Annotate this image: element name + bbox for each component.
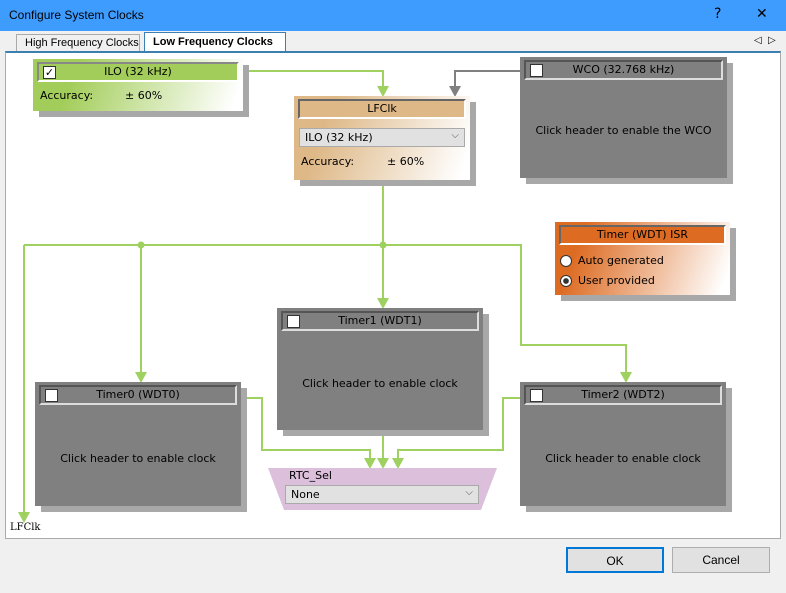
wco-title: WCO (32.768 kHz) — [572, 63, 675, 76]
lfclk-accuracy-value: ± 60% — [387, 155, 425, 168]
ilo-header[interactable]: ✓ ILO (32 kHz) — [37, 62, 239, 82]
wco-block: WCO (32.768 kHz) Click header to enable … — [520, 57, 727, 178]
timer0-header[interactable]: Timer0 (WDT0) — [39, 385, 237, 405]
lfclk-output-label: LFClk — [10, 522, 41, 533]
wco-message: Click header to enable the WCO — [535, 124, 712, 137]
window-title: Configure System Clocks — [9, 8, 144, 22]
timer1-block: Timer1 (WDT1) Click header to enable clo… — [277, 308, 483, 430]
arrow-icon — [377, 86, 389, 97]
radio-selected-icon[interactable] — [560, 275, 572, 287]
lfclk-block: LFClk ILO (32 kHz) ⌵ Accuracy: ± 60% — [294, 96, 470, 180]
tab-scroll-right-icon[interactable]: ▷ — [768, 35, 776, 46]
ilo-to-lfclk-line — [243, 70, 384, 90]
help-button[interactable]: ? — [714, 6, 722, 22]
timer0-block: Timer0 (WDT0) Click header to enable clo… — [35, 382, 241, 506]
timer0-title: Timer0 (WDT0) — [96, 388, 180, 401]
cancel-button[interactable]: Cancel — [672, 547, 770, 573]
timer2-title: Timer2 (WDT2) — [581, 388, 665, 401]
arrow-icon — [364, 458, 376, 469]
timer1-enable-checkbox[interactable] — [287, 315, 300, 328]
title-bar — [0, 0, 786, 31]
lfclk-header: LFClk — [298, 99, 466, 119]
radio-label: User provided — [578, 274, 655, 287]
lfclk-accuracy-label: Accuracy: — [301, 155, 355, 168]
timer2-to-rtc-line — [397, 397, 520, 462]
junction-dot — [137, 241, 145, 249]
radio-icon[interactable] — [560, 255, 572, 267]
rtc-sel-value: None — [291, 488, 320, 501]
lfclk-source-value: ILO (32 kHz) — [305, 131, 373, 144]
radio-user-provided[interactable]: User provided — [560, 274, 680, 290]
ilo-block: ✓ ILO (32 kHz) Accuracy: ± 60% — [33, 59, 243, 111]
arrow-icon — [392, 458, 404, 469]
tab-low-frequency-clocks[interactable]: Low Frequency Clocks — [144, 32, 286, 51]
timer-isr-block: Timer (WDT) ISR Auto generated User prov… — [555, 222, 730, 295]
wco-header[interactable]: WCO (32.768 kHz) — [524, 60, 723, 80]
rtc-sel-title: RTC_Sel — [289, 469, 332, 482]
timer-isr-header: Timer (WDT) ISR — [559, 225, 726, 245]
timer1-title: Timer1 (WDT1) — [338, 314, 422, 327]
arrow-icon — [18, 512, 30, 523]
timer1-header[interactable]: Timer1 (WDT1) — [281, 311, 479, 331]
close-button[interactable]: ✕ — [756, 6, 768, 22]
arrow-icon — [135, 372, 147, 383]
radio-auto-generated[interactable]: Auto generated — [560, 254, 680, 270]
ilo-accuracy-label: Accuracy: — [40, 89, 94, 102]
junction-dot — [379, 241, 387, 249]
radio-label: Auto generated — [578, 254, 664, 267]
timer2-message: Click header to enable clock — [545, 452, 701, 465]
ilo-title: ILO (32 kHz) — [104, 65, 172, 78]
arrow-icon — [449, 86, 461, 97]
timer0-enable-checkbox[interactable] — [45, 389, 58, 402]
ok-button[interactable]: OK — [566, 547, 664, 573]
arrow-icon — [377, 458, 389, 469]
wco-to-lfclk-line — [454, 70, 520, 90]
wco-enable-checkbox[interactable] — [530, 64, 543, 77]
lfclk-to-timer2-line — [24, 244, 627, 376]
lfclk-source-dropdown[interactable]: ILO (32 kHz) ⌵ — [299, 128, 465, 147]
chevron-down-icon: ⌵ — [451, 130, 459, 141]
ilo-enable-checkbox[interactable]: ✓ — [43, 66, 56, 79]
tab-high-frequency-clocks[interactable]: High Frequency Clocks — [16, 34, 140, 51]
rtc-sel-dropdown[interactable]: None ⌵ — [285, 485, 479, 504]
chevron-down-icon: ⌵ — [465, 487, 473, 498]
tab-scroll-left-icon[interactable]: ◁ — [754, 35, 762, 46]
timer2-enable-checkbox[interactable] — [530, 389, 543, 402]
timer0-to-rtc-line — [241, 397, 371, 462]
timer2-header[interactable]: Timer2 (WDT2) — [524, 385, 722, 405]
ilo-accuracy-value: ± 60% — [125, 89, 163, 102]
timer1-message: Click header to enable clock — [302, 377, 458, 390]
timer2-block: Timer2 (WDT2) Click header to enable clo… — [520, 382, 726, 506]
arrow-icon — [620, 372, 632, 383]
arrow-icon — [377, 298, 389, 309]
timer0-message: Click header to enable clock — [60, 452, 216, 465]
